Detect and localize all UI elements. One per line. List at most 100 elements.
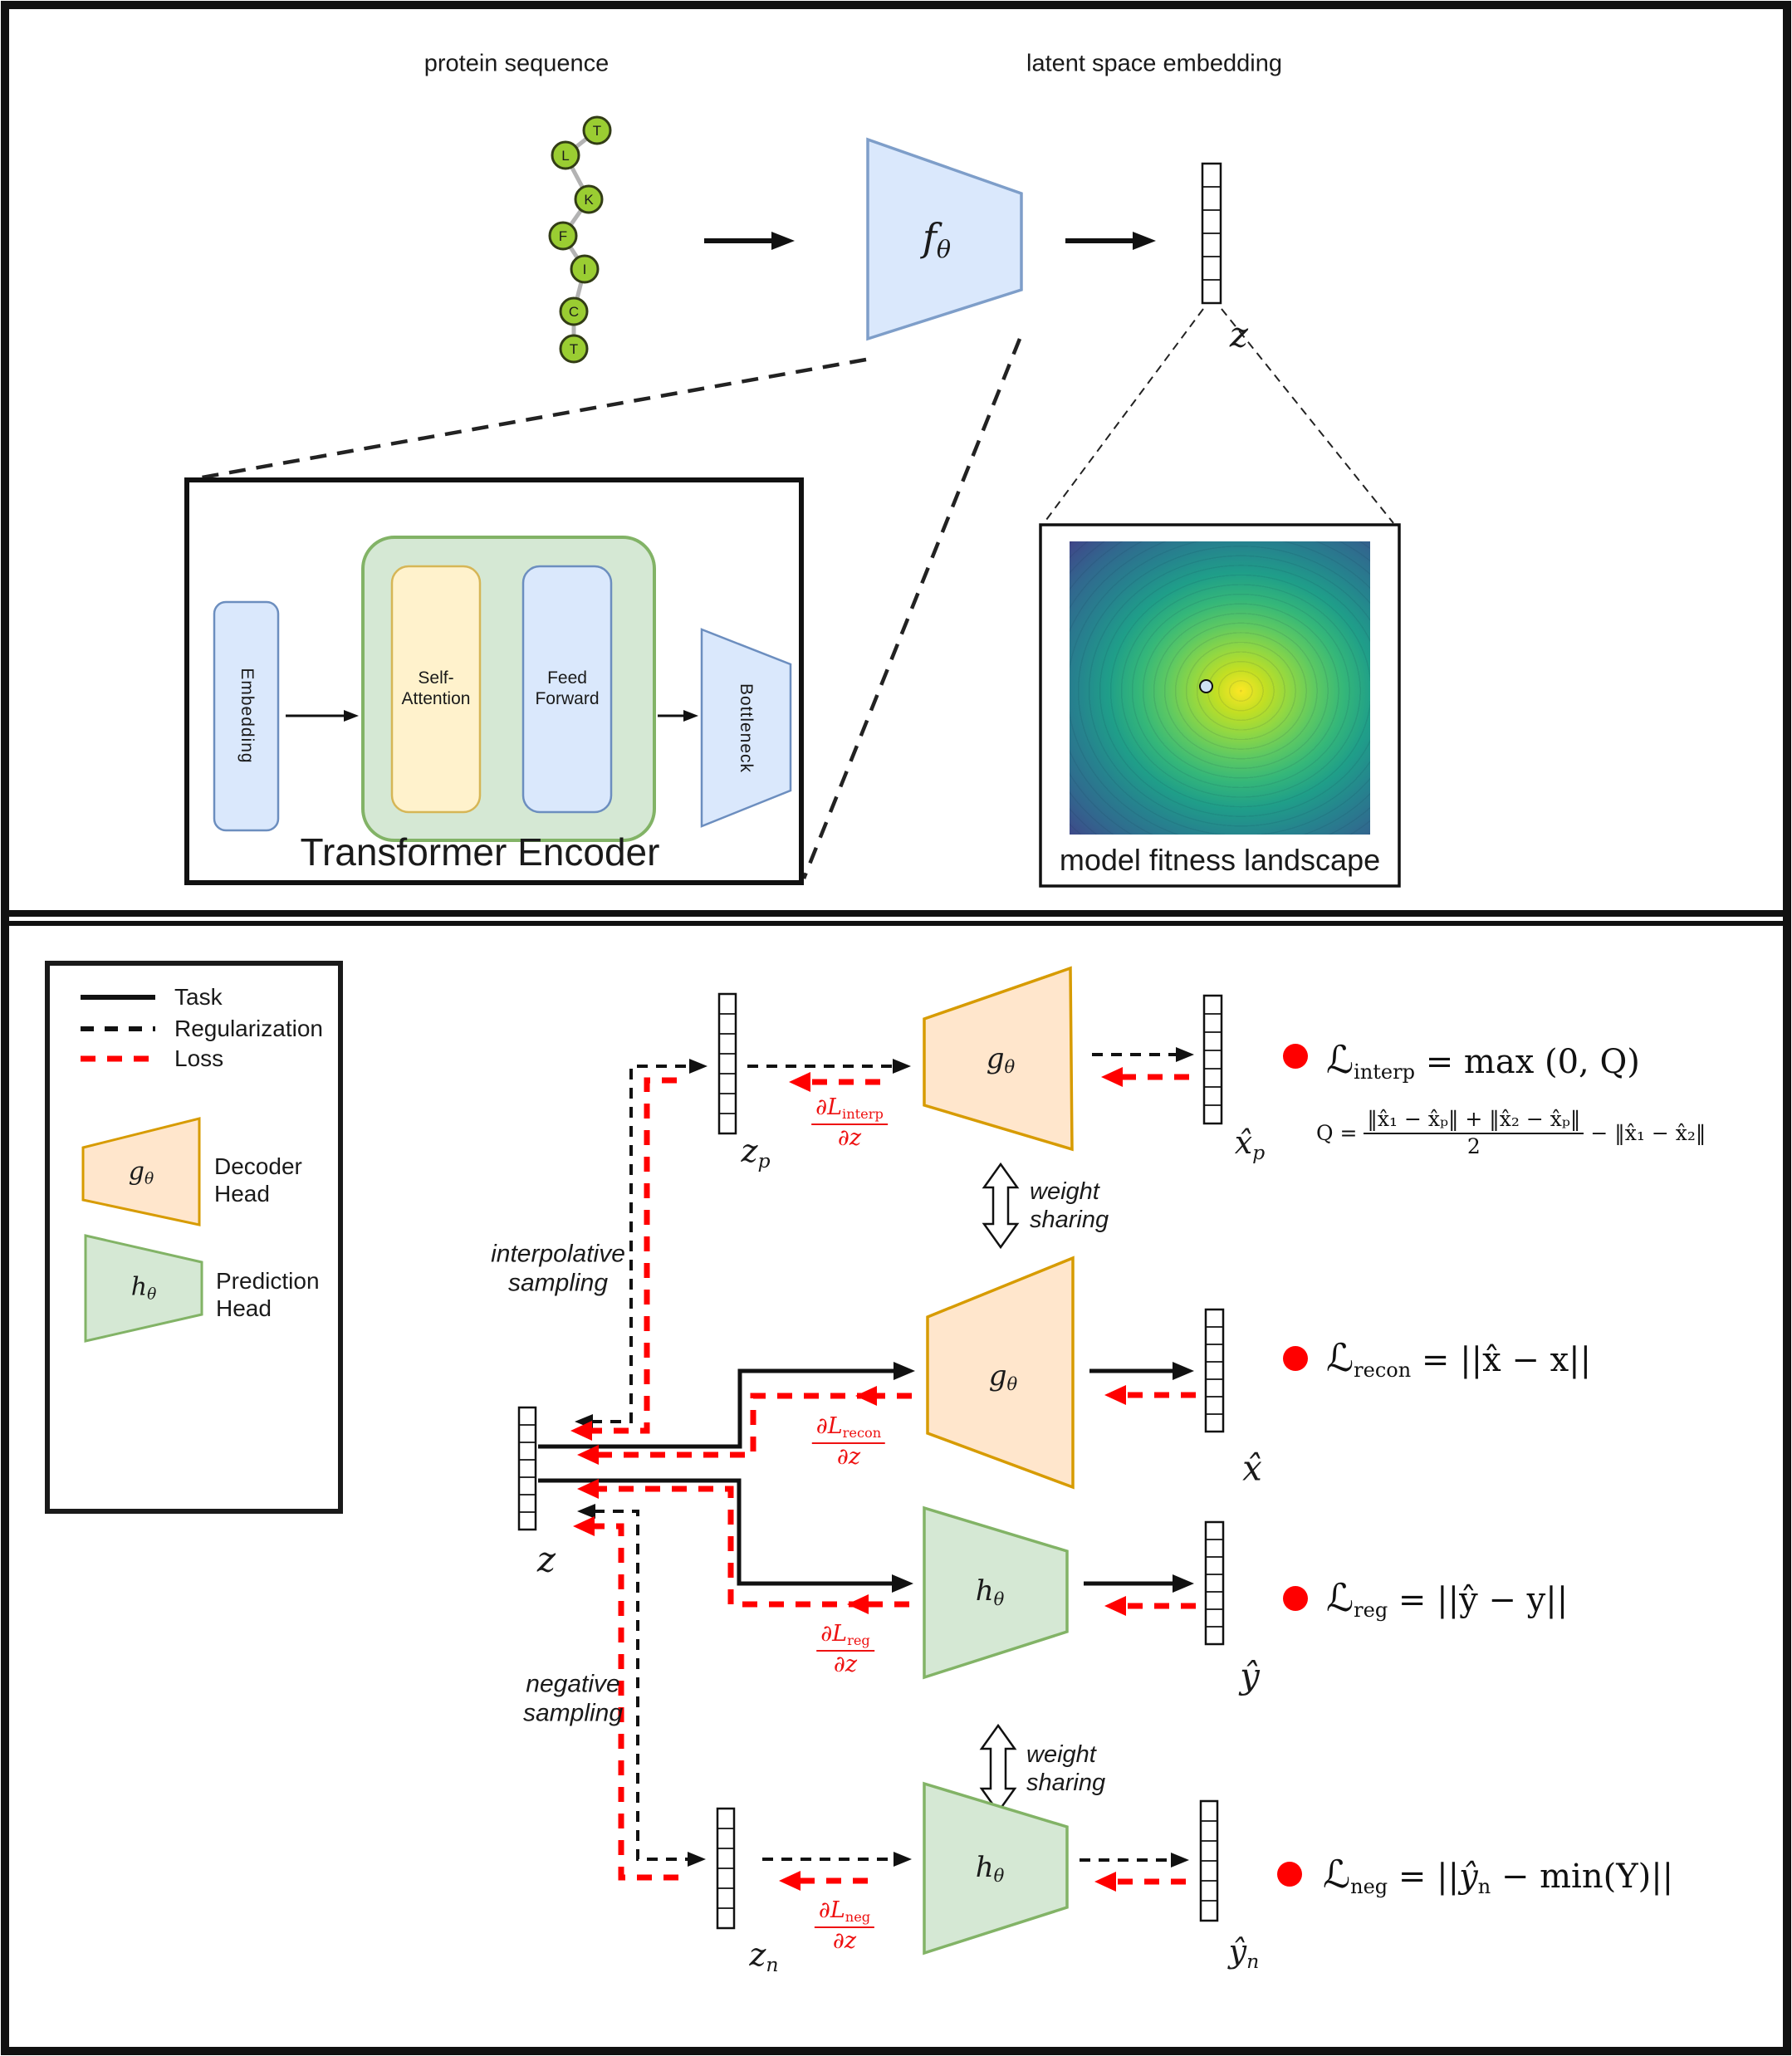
arrowhead <box>1101 1067 1123 1087</box>
residue-node <box>574 184 604 214</box>
weight-sharing-arrow-prediction <box>979 1723 1017 1814</box>
neg-row <box>762 1781 1302 1956</box>
legend-task-label: Task <box>174 984 223 1010</box>
vector-yhat-n <box>1199 1799 1219 1922</box>
loss-eq-neg: ℒneg = ||ŷn − min(Y)|| <box>1323 1851 1674 1899</box>
cone-fitness-right <box>1221 308 1394 524</box>
vector-yhat <box>1204 1520 1225 1646</box>
residue-letter: C <box>569 304 579 320</box>
task-path-z-to-g <box>538 1368 894 1449</box>
cone-fitness-left <box>1043 308 1204 524</box>
task-path-z-to-h <box>538 1478 892 1586</box>
feed-forward-block <box>521 565 613 814</box>
encoder-trapezoid <box>866 137 1023 341</box>
arrowhead <box>344 710 359 722</box>
bottleneck-trapezoid <box>700 628 792 828</box>
legend-regularization-label: Regularization <box>174 1016 323 1041</box>
cone-encoder-right <box>801 338 1022 879</box>
residue-node <box>559 334 589 364</box>
recon-row <box>538 1256 1308 1490</box>
arrowhead <box>779 1871 801 1891</box>
arrowhead <box>689 1059 707 1074</box>
legend <box>45 961 343 1514</box>
loss-bullet-neg <box>1277 1862 1302 1887</box>
zp-label: zp <box>741 1133 771 1172</box>
grad-reg: ∂Lreg ∂z <box>816 1621 874 1677</box>
z-central-label: z <box>536 1539 556 1580</box>
zoom-cones <box>192 308 1394 879</box>
legend-decoder-symbol: gθ <box>128 1157 154 1188</box>
protein-sequence-label: protein sequence <box>424 50 610 77</box>
sampling-corridors <box>570 1059 707 1881</box>
embedding-block <box>213 600 280 832</box>
transformer-encoder-box <box>184 477 804 885</box>
xhat-p-label: x̂p <box>1234 1124 1266 1164</box>
yhat-n-label: ŷn <box>1228 1933 1260 1973</box>
latent-space-label: latent space embedding <box>1026 50 1282 77</box>
arrowhead <box>1094 1872 1116 1892</box>
prediction-head-reg <box>923 1505 1069 1680</box>
residue-node <box>559 296 589 326</box>
loss-eq-interp: ℒinterp = max (0, Q) <box>1326 1036 1640 1084</box>
residue-node <box>570 254 600 284</box>
neg-loss-path-red <box>590 1523 681 1881</box>
self-attention-label: Self-Attention <box>401 668 471 708</box>
loss-bullet-reg <box>1283 1586 1308 1611</box>
arrowhead <box>893 1059 911 1074</box>
vector-xhat <box>1204 1308 1225 1433</box>
interp-loss-path-red <box>587 1077 684 1434</box>
loss-path-reg-to-z <box>594 1486 864 1608</box>
neg-sampling-path-black <box>594 1510 689 1861</box>
decoder-head-interp <box>923 966 1074 1152</box>
arrowhead <box>1173 1362 1194 1380</box>
zn-label: zn <box>749 1936 779 1976</box>
prediction-head-neg <box>923 1781 1069 1956</box>
residue-node <box>548 221 578 251</box>
legend-prediction-trapezoid <box>84 1234 203 1343</box>
protein-chain: T L K F I C T <box>548 115 612 364</box>
bottleneck-label: Bottleneck <box>737 683 756 774</box>
arrowhead <box>1173 1574 1194 1593</box>
arrowhead <box>573 1516 595 1536</box>
arrowhead <box>1176 1047 1194 1062</box>
arrowhead <box>683 710 698 722</box>
arrowhead <box>771 232 795 250</box>
vector-z-central <box>517 1406 537 1531</box>
loss-bullet-interp <box>1283 1044 1308 1069</box>
arrowhead <box>1133 232 1156 250</box>
yhat-label: ŷ <box>1240 1655 1260 1696</box>
prediction-symbol-neg: hθ <box>975 1851 1005 1886</box>
grad-neg: ∂Lneg ∂z <box>814 1897 875 1954</box>
grad-recon: ∂Lrecon ∂z <box>811 1413 886 1470</box>
residue-letter: T <box>570 341 578 357</box>
arrowhead <box>1104 1596 1126 1616</box>
vector-xhat-p <box>1202 994 1223 1125</box>
arrowhead <box>570 1421 592 1441</box>
latent-vector-z <box>1201 162 1222 305</box>
loss-path-recon-to-z <box>594 1393 872 1458</box>
weight-sharing-arrow-decoder <box>982 1162 1020 1250</box>
interp-row <box>747 966 1308 1152</box>
decoder-symbol-recon: gθ <box>988 1359 1018 1394</box>
loss-eq-reg: ℒreg = ||ŷ − y|| <box>1326 1574 1569 1623</box>
arrowhead <box>892 1574 913 1593</box>
embedding-label: Embedding <box>237 668 257 764</box>
residue-letter: I <box>583 262 587 277</box>
arrowhead <box>789 1072 810 1092</box>
legend-loss-label: Loss <box>174 1045 224 1071</box>
z-top-label: z <box>1229 314 1249 355</box>
fitness-caption: model fitness landscape <box>1059 843 1381 877</box>
residue-node <box>551 140 580 170</box>
cone-encoder-left <box>192 357 867 482</box>
loss-bullet-recon <box>1283 1346 1308 1371</box>
decoder-symbol-interp: gθ <box>986 1042 1016 1077</box>
arrowhead <box>1171 1853 1189 1868</box>
